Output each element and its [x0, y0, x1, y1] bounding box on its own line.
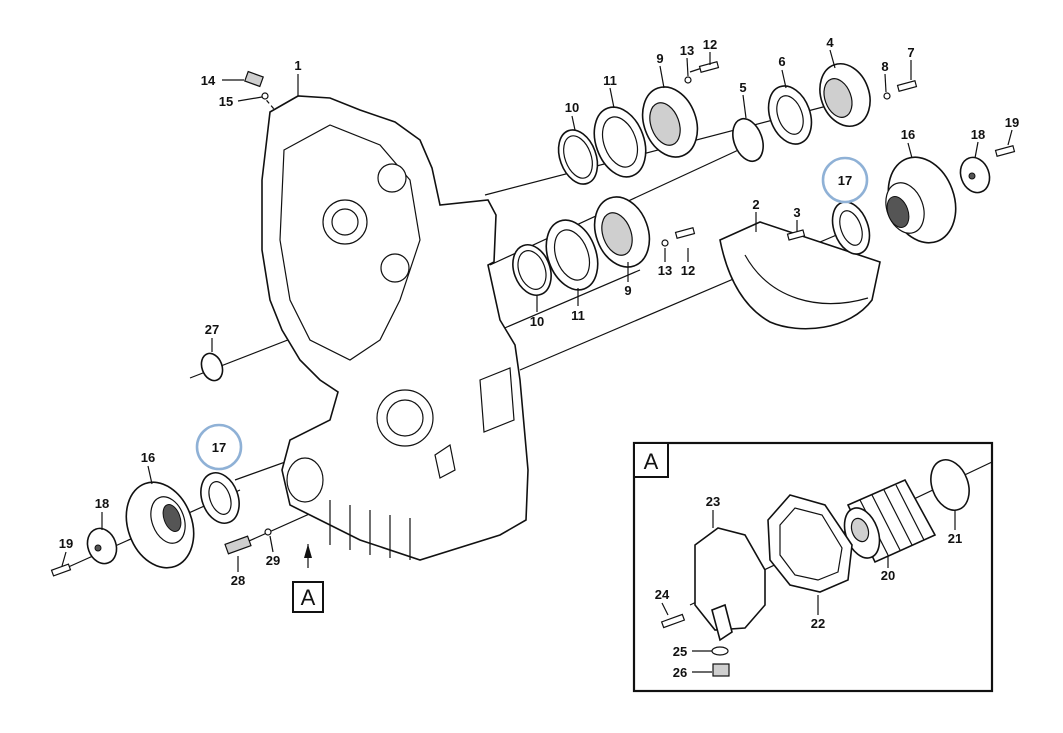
- callout-29: 29: [266, 553, 280, 568]
- callout-13-lower: 13: [658, 263, 672, 278]
- callout-16-right: 16: [901, 127, 915, 142]
- callout-18-left: 18: [95, 496, 109, 511]
- callout-5: 5: [739, 80, 746, 95]
- callout-28: 28: [231, 573, 245, 588]
- callout-leaders: [61, 49, 1013, 572]
- detail-view-a-label: A: [644, 449, 659, 474]
- callout-17-left: 17: [212, 440, 226, 455]
- highlight-ring-17-right: [821, 156, 869, 204]
- callout-3: 3: [793, 205, 800, 220]
- callout-16-left: 16: [141, 450, 155, 465]
- left-output-flange-group: [50, 472, 240, 577]
- callout-23: 23: [706, 494, 720, 509]
- callout-19-left: 19: [59, 536, 73, 551]
- callout-15: 15: [219, 94, 233, 109]
- callout-24: 24: [655, 587, 670, 602]
- upper-seal-group: [557, 61, 720, 185]
- sensor-bottom: [224, 528, 272, 555]
- callout-1: 1: [294, 58, 301, 73]
- o-ring-27: [200, 352, 224, 382]
- callout-26: 26: [673, 665, 687, 680]
- right-output-flange-group: [831, 145, 1016, 255]
- lower-seal-group: [512, 196, 696, 296]
- guard-plate: [719, 221, 881, 330]
- view-a-marker: A: [292, 544, 324, 613]
- callout-12-upper: 12: [703, 37, 717, 52]
- highlight-ring-17-left: [195, 423, 243, 471]
- callout-9-lower: 9: [624, 283, 631, 298]
- callout-27: 27: [205, 322, 219, 337]
- transmission-housing: [261, 95, 529, 561]
- callout-14: 14: [201, 73, 216, 88]
- callout-11-lower: 11: [571, 308, 585, 323]
- callout-18-right: 18: [971, 127, 985, 142]
- callout-6: 6: [778, 54, 785, 69]
- callout-25: 25: [673, 644, 687, 659]
- callout-labels: 1 2 3 4 5 6 7 8 9 9 10 10 11 11 12 12 13…: [59, 35, 1019, 680]
- callout-11-upper: 11: [603, 73, 617, 88]
- callout-17-right: 17: [838, 173, 852, 188]
- callout-10-upper: 10: [565, 100, 579, 115]
- callout-21: 21: [948, 531, 962, 546]
- sensor-top: [244, 70, 269, 100]
- callout-12-lower: 12: [681, 263, 695, 278]
- callout-8: 8: [881, 59, 888, 74]
- callout-20: 20: [881, 568, 895, 583]
- callout-2: 2: [752, 197, 759, 212]
- callout-13-upper: 13: [680, 43, 694, 58]
- callout-10-lower: 10: [530, 314, 544, 329]
- callout-19-right: 19: [1005, 115, 1019, 130]
- callout-7: 7: [907, 45, 914, 60]
- view-a-marker-label: A: [301, 585, 316, 610]
- detail-view-a: A: [632, 441, 994, 693]
- callout-9-upper: 9: [656, 51, 663, 66]
- callout-22: 22: [811, 616, 825, 631]
- callout-4: 4: [826, 35, 834, 50]
